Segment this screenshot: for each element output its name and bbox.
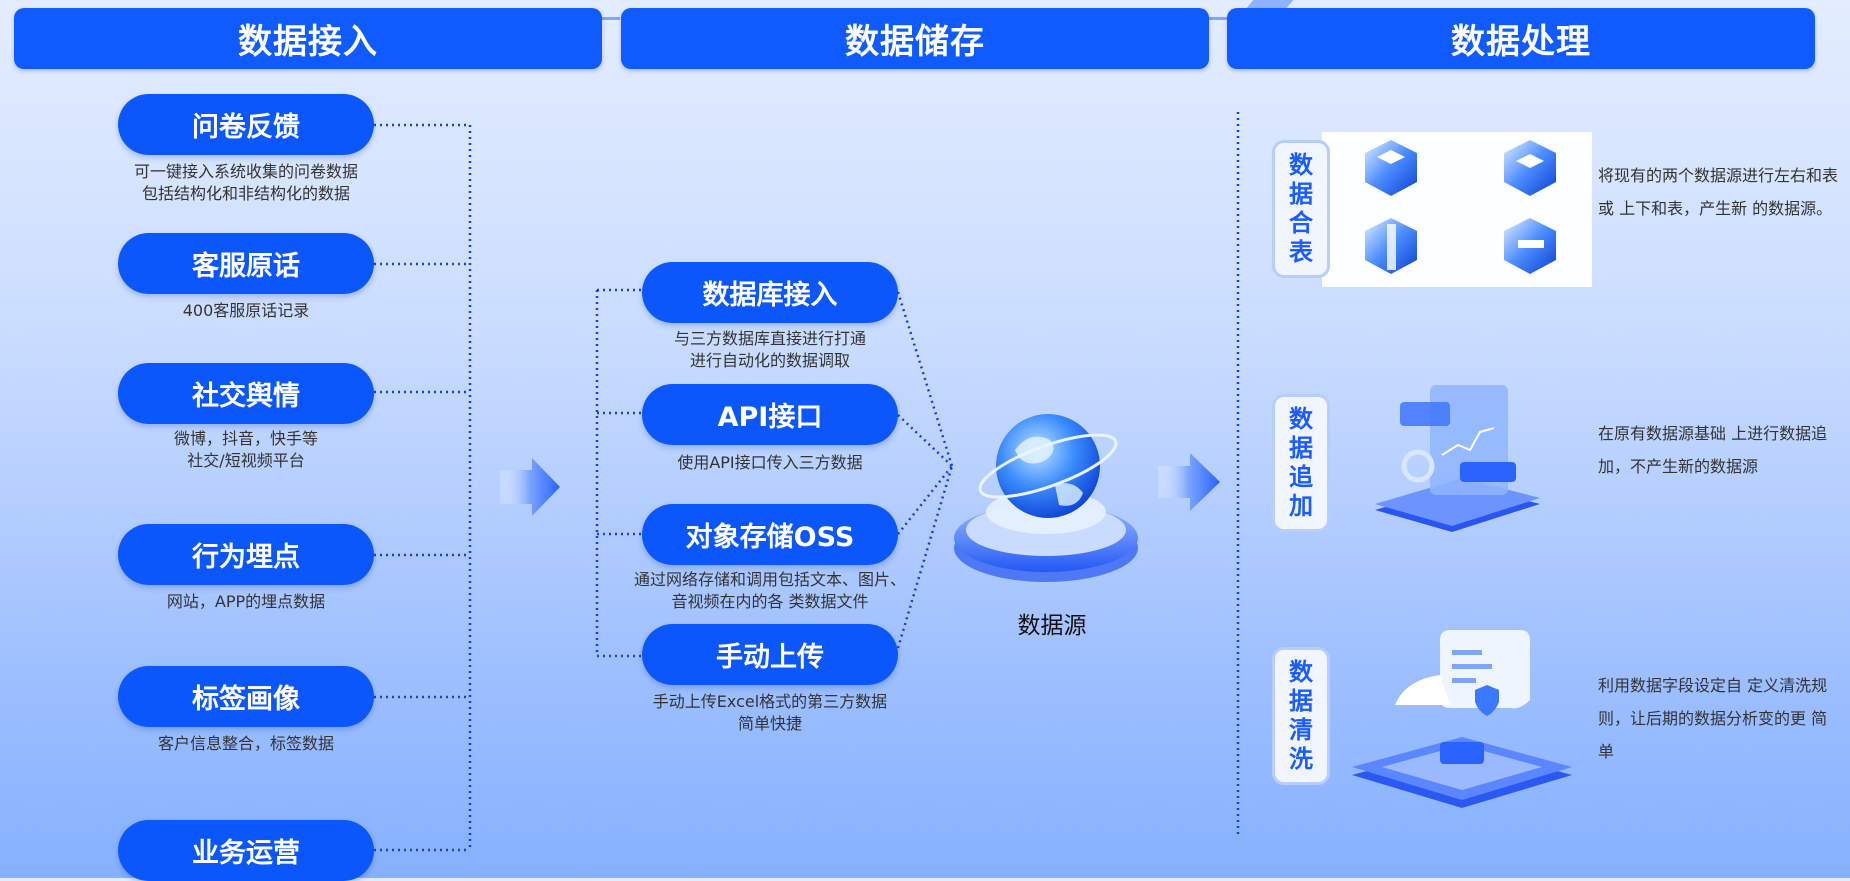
ingest-desc-customer-service: 400客服原话记录 <box>182 301 310 320</box>
storage-item-oss[interactable]: 对象存储OSS <box>642 504 898 565</box>
process-tag-merge[interactable]: 数据合表 <box>1272 140 1330 278</box>
header-deco-line <box>1208 17 1228 20</box>
storage-desc-database: 与三方数据库直接进行打通进行自动化的数据调取 <box>673 329 866 370</box>
ingest-desc-tag-profile: 客户信息整合，标签数据 <box>157 734 334 753</box>
storage-desc-manual-upload: 手动上传Excel格式的第三方数据简单快捷 <box>652 692 888 733</box>
storage-item-manual-upload[interactable]: 手动上传 <box>642 624 898 685</box>
storage-connector-fan <box>896 291 954 649</box>
header-data-process: 数据处理 <box>1227 8 1815 69</box>
ingest-item-tag-profile[interactable]: 标签画像 <box>118 666 374 727</box>
storage-item-database[interactable]: 数据库接入 <box>642 262 898 323</box>
ingest-item-customer-service[interactable]: 客服原话 <box>118 233 374 294</box>
ingest-desc-behavior-tracking: 网站，APP的埋点数据 <box>166 592 326 611</box>
cube-grid-icon <box>1322 132 1592 287</box>
ingest-desc-survey-feedback: 可一键接入系统收集的问卷数据包括结构化和非结构化的数据 <box>133 162 358 203</box>
process-desc-merge: 将现有的两个数据源进行左右和表或 上下和表，产生新 的数据源。 <box>1598 166 1839 218</box>
process-desc-append: 在原有数据源基础 上进行数据追加，不产生新的数据源 <box>1598 424 1828 476</box>
arrow-right-icon <box>500 458 560 516</box>
dashboard-platform-icon <box>1375 385 1540 532</box>
arrow-right-icon <box>1158 453 1220 511</box>
ingest-item-survey-feedback[interactable]: 问卷反馈 <box>118 94 374 155</box>
ingest-connector <box>374 123 472 852</box>
process-tag-clean[interactable]: 数据清洗 <box>1272 647 1330 785</box>
globe-platform-icon <box>954 414 1138 582</box>
header-data-ingest: 数据接入 <box>14 8 602 69</box>
storage-desc-oss: 通过网络存储和调用包括文本、图片、音视频在内的各 类数据文件 <box>633 570 906 611</box>
ingest-item-social-opinion[interactable]: 社交舆情 <box>118 363 374 424</box>
ingest-desc-social-opinion: 微博，抖音，快手等社交/短视频平台 <box>173 429 318 470</box>
ingest-item-business-ops[interactable]: 业务运营 <box>118 820 374 881</box>
storage-desc-api: 使用API接口传入三方数据 <box>677 453 863 472</box>
storage-connector-left <box>595 288 642 658</box>
process-tag-append[interactable]: 数据追加 <box>1272 394 1330 532</box>
storage-item-api[interactable]: API接口 <box>642 384 898 445</box>
header-data-storage: 数据储存 <box>621 8 1209 69</box>
header-deco-line <box>600 17 620 20</box>
document-shield-platform-icon <box>1352 630 1572 808</box>
process-desc-clean: 利用数据字段设定自 定义清洗规则，让后期的数据分析变的更 简单 <box>1598 676 1828 761</box>
datasource-label: 数据源 <box>1017 613 1087 639</box>
ingest-item-behavior-tracking[interactable]: 行为埋点 <box>118 524 374 585</box>
